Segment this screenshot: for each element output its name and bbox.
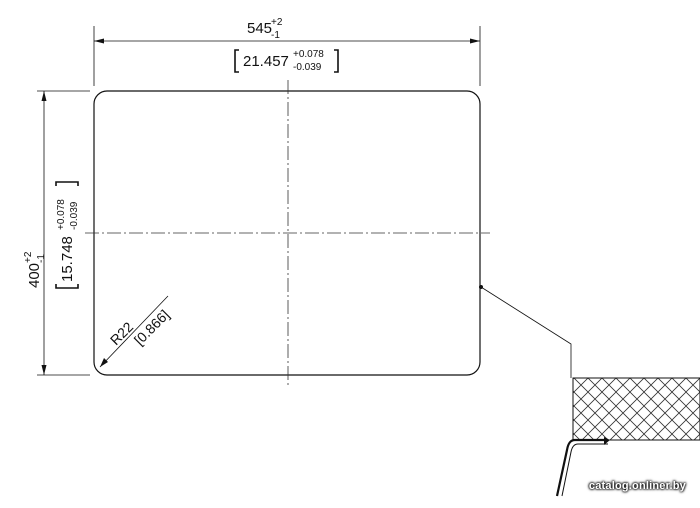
sink-flange [555, 438, 608, 497]
countertop-hatch [572, 377, 700, 441]
flange-edge [604, 437, 610, 445]
width-inch-nominal: 21.457 [243, 53, 289, 70]
radius-leader-line [99, 295, 169, 368]
width-nominal: 545 [247, 20, 272, 37]
width-tol-upper: +2 [271, 17, 283, 28]
height-nominal: 400 [26, 263, 43, 288]
height-inch-bracket-right [55, 181, 79, 186]
width-inch-tol-upper: +0.078 [293, 49, 324, 60]
radius-label: R22 [107, 318, 137, 348]
sink-flange-inner [561, 443, 608, 497]
width-inch-tol-lower: -0.039 [293, 62, 322, 73]
watermark-text: catalog.onliner.by [588, 480, 686, 492]
height-inch-tol-upper: +0.078 [56, 199, 67, 230]
height-tol-lower: -1 [36, 254, 47, 263]
corner-radius-callout: R22 [0.866] [99, 295, 172, 368]
width-tol-lower: -1 [271, 30, 280, 41]
height-tol-upper: +2 [23, 251, 34, 263]
width-inch-bracket-left [234, 49, 239, 73]
section-leader-line [480, 286, 572, 378]
height-inch-bracket-left [55, 284, 79, 289]
height-inch-tol-lower: -0.039 [69, 201, 80, 230]
width-inch-bracket-right [334, 49, 339, 73]
height-dimension: 400 +2 -1 15.748 +0.078 -0.039 [23, 90, 90, 376]
height-inch-nominal: 15.748 [59, 236, 76, 282]
countertop-section-detail [555, 377, 700, 497]
width-dimension: 545 +2 -1 21.457 +0.078 -0.039 [93, 17, 481, 86]
